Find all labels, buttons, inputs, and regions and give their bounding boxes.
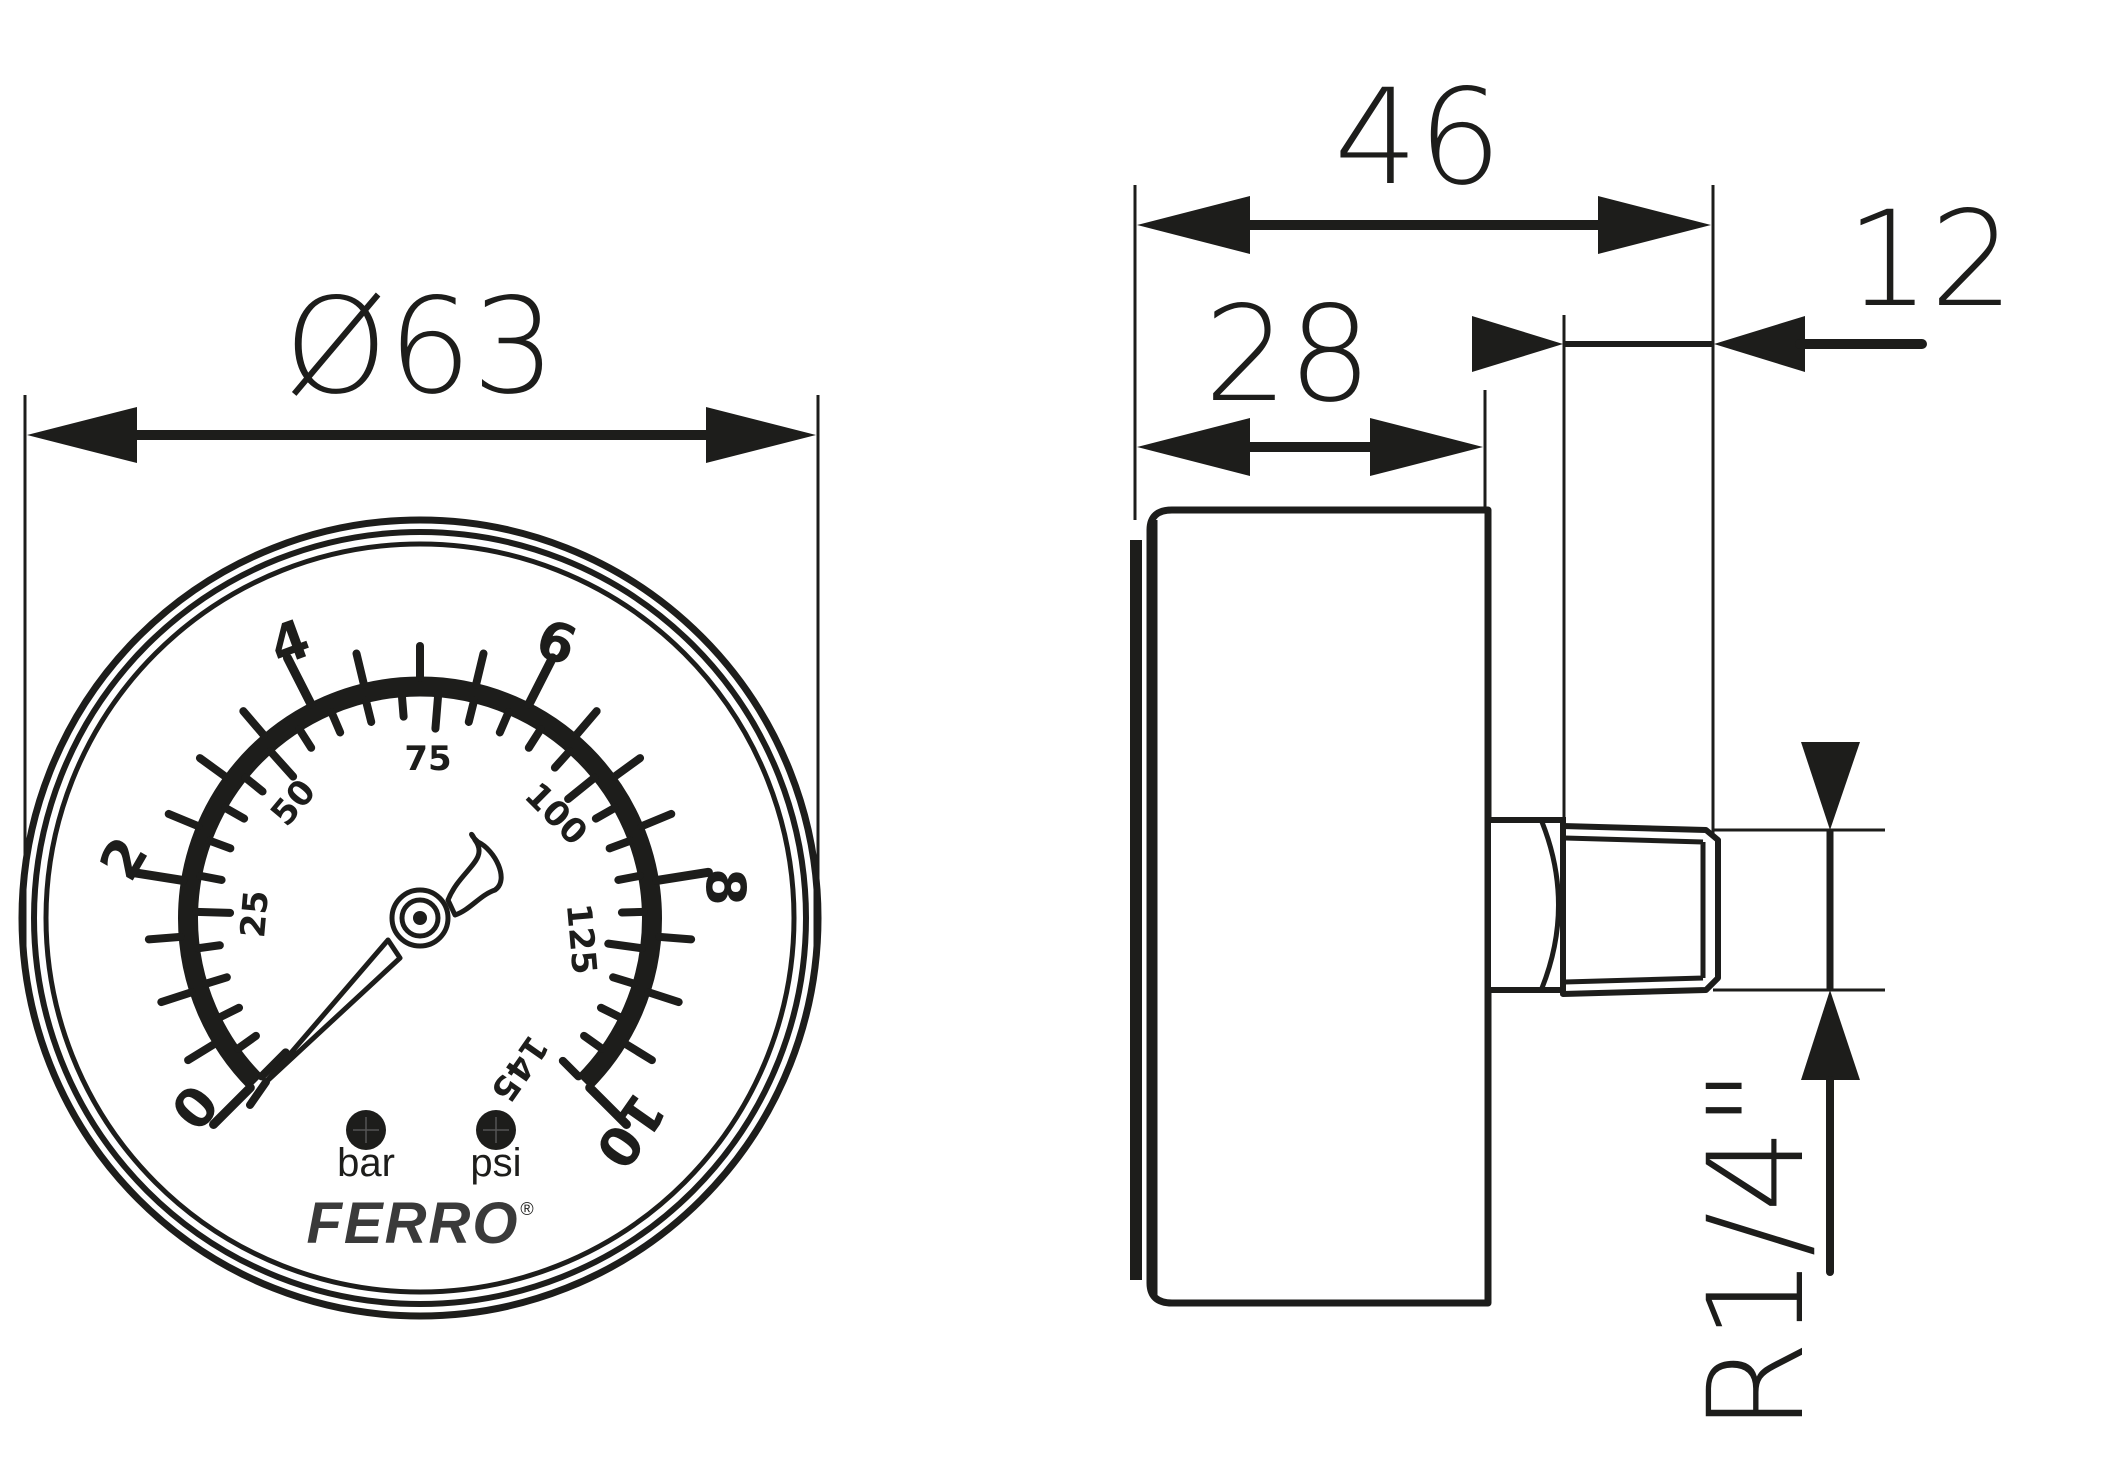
tick-mark xyxy=(637,809,676,831)
tick-mark xyxy=(215,1003,244,1022)
bar-label-8: 8 xyxy=(694,868,757,906)
connection-thread xyxy=(1485,817,1721,997)
front-view: Ø63 0 2 4 6 8 10 2 xyxy=(18,270,822,1320)
tick-mark xyxy=(195,754,230,781)
bar-label-0: 0 xyxy=(160,1073,232,1142)
psi-label-25: 25 xyxy=(233,889,277,940)
tick-mark xyxy=(617,907,648,917)
tick-mark xyxy=(591,803,619,823)
side-view: 46 28 12 xyxy=(1130,61,2014,1432)
tick-mark xyxy=(196,871,226,884)
tick-mark xyxy=(352,649,368,689)
tick-mark xyxy=(495,708,513,737)
tick-mark xyxy=(282,653,316,709)
tick-mark xyxy=(127,867,188,885)
psi-label-50: 50 xyxy=(263,772,324,834)
tick-mark xyxy=(614,871,644,884)
tick-mark xyxy=(192,907,235,917)
tick-mark xyxy=(361,696,376,726)
tick-mark xyxy=(655,932,696,944)
tick-mark xyxy=(605,836,635,853)
overall-length-label: 46 xyxy=(1334,61,1502,215)
gauge-bezel xyxy=(18,516,822,1320)
scale-arc xyxy=(178,676,662,1090)
tick-mark xyxy=(266,747,298,781)
bar-label-6: 6 xyxy=(528,607,585,679)
tick-mark xyxy=(564,773,599,803)
tick-mark xyxy=(239,707,269,740)
tick-mark xyxy=(472,649,488,689)
tick-mark xyxy=(201,973,231,988)
unit-psi-label: psi xyxy=(470,1141,521,1185)
tick-mark xyxy=(596,1003,625,1022)
diameter-label: Ø63 xyxy=(284,270,556,424)
thread-size-label: R1/4" xyxy=(1680,1068,1834,1433)
tick-mark xyxy=(295,725,316,752)
tick-mark xyxy=(209,1083,255,1129)
case-outline xyxy=(1146,506,1492,1307)
tick-mark xyxy=(550,747,574,772)
arrowhead-left xyxy=(27,407,137,463)
thread-length-label: 12 xyxy=(1846,183,2014,337)
tick-mark xyxy=(609,973,639,988)
tick-mark xyxy=(194,941,224,953)
tick-mark xyxy=(644,988,683,1007)
case-depth-dimension: 28 xyxy=(1137,278,1483,476)
psi-label-145: 145 xyxy=(482,1028,555,1109)
registered-mark: ® xyxy=(520,1199,533,1219)
tick-mark xyxy=(144,932,185,944)
pointer-pivot xyxy=(413,911,427,925)
tick-mark xyxy=(241,773,267,796)
tick-mark xyxy=(585,1083,631,1129)
unit-bar-label: bar xyxy=(337,1141,395,1185)
extension-lines xyxy=(1133,185,1715,835)
brand-logo: FERRO ® xyxy=(307,1191,534,1256)
tick-mark xyxy=(524,725,545,752)
overall-length-dimension: 46 xyxy=(1137,61,1711,254)
arrowhead-right xyxy=(706,407,816,463)
gauge-pointer xyxy=(246,831,504,1109)
tick-mark xyxy=(558,1056,583,1081)
scale-ticks xyxy=(127,642,713,1129)
tick-mark xyxy=(464,696,479,726)
tick-mark xyxy=(571,707,601,740)
tick-mark xyxy=(164,809,203,831)
tick-mark xyxy=(580,1031,606,1053)
tick-mark xyxy=(327,708,345,737)
diameter-dimension: Ø63 xyxy=(23,270,820,900)
brand-name: FERRO xyxy=(307,1191,520,1256)
bar-label-2: 2 xyxy=(87,827,160,891)
tick-mark xyxy=(397,690,408,721)
thread-length-dimension: 12 xyxy=(1472,183,2014,372)
tick-mark xyxy=(524,653,558,709)
thread-size-dimension: R1/4" xyxy=(1680,742,1885,1432)
psi-label-75: 75 xyxy=(404,739,451,779)
tick-mark xyxy=(221,803,249,823)
tick-mark xyxy=(610,754,645,781)
tick-mark xyxy=(234,1031,260,1053)
tick-mark xyxy=(604,939,646,953)
case-depth-label: 28 xyxy=(1204,278,1372,432)
tick-mark xyxy=(620,1039,656,1065)
tick-mark xyxy=(431,690,443,733)
tick-mark xyxy=(205,836,235,853)
tick-mark xyxy=(257,1048,290,1081)
gauge-case xyxy=(1130,506,1492,1307)
bar-label-4: 4 xyxy=(261,607,318,679)
tick-mark xyxy=(184,1039,220,1065)
unit-indicators: bar psi xyxy=(337,1110,522,1185)
psi-label-125: 125 xyxy=(558,902,604,976)
tick-mark xyxy=(157,988,196,1007)
tick-mark xyxy=(652,867,713,885)
